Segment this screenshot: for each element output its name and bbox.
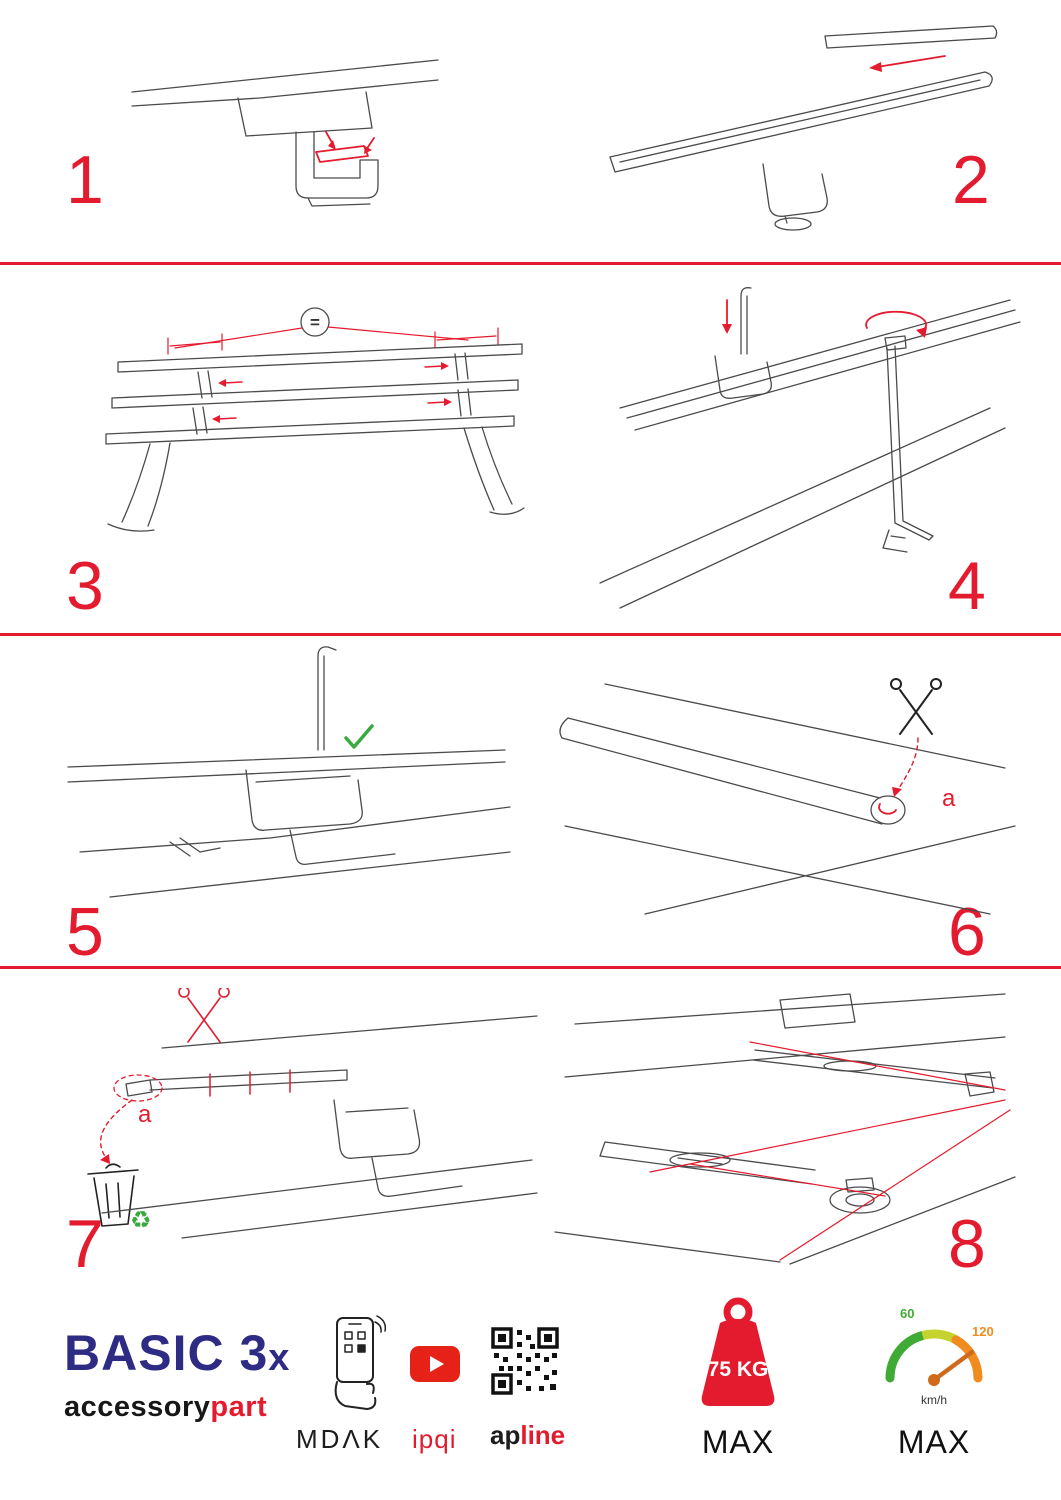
step-1-illustration — [131, 59, 439, 207]
brand-title: BASIC 3x — [64, 1326, 290, 1381]
partner-mdak-label: MDΛK — [296, 1424, 384, 1454]
section-divider — [0, 633, 1061, 636]
qr-code — [491, 1327, 559, 1395]
apline-red: line — [520, 1420, 566, 1450]
step-1-number: 1 — [66, 142, 104, 218]
step-3-illustration: = — [105, 307, 525, 532]
step-2-number: 2 — [952, 142, 990, 218]
section-divider — [0, 262, 1061, 265]
step-7-number: 7 — [66, 1206, 104, 1282]
step-2-illustration — [609, 25, 998, 231]
equal-spacing-label: = — [310, 313, 320, 332]
speed-min-label: 60 — [900, 1306, 914, 1321]
partner-ipqi-label: ipqi — [412, 1424, 457, 1454]
brand-title-main: BASIC 3 — [64, 1325, 269, 1381]
insert-plate-highlight — [315, 145, 369, 163]
brand-block: BASIC 3x accessorypart — [64, 1326, 290, 1424]
step-3-number: 3 — [66, 548, 104, 624]
phone-qr-icon — [334, 1315, 387, 1410]
cut-part-label: a — [138, 1101, 152, 1128]
brand-title-suffix: x — [268, 1337, 291, 1379]
section-divider — [0, 966, 1061, 969]
check-icon — [344, 724, 374, 749]
weight-value: 75 KG — [708, 1358, 769, 1381]
step-6-illustration: a — [559, 678, 1016, 915]
speed-max-value: 120 — [972, 1324, 994, 1339]
cut-part-label: a — [942, 785, 956, 812]
step-8-number: 8 — [948, 1206, 986, 1282]
step-5-number: 5 — [66, 894, 104, 970]
speed-max-label: MAX — [897, 1424, 971, 1460]
recycle-icon: ♻ — [130, 1207, 152, 1234]
apline-black: ap — [490, 1420, 521, 1450]
weight-max-label: MAX — [701, 1424, 775, 1460]
step-4-number: 4 — [948, 548, 986, 624]
brand-subtitle: accessorypart — [64, 1391, 290, 1424]
step-4-illustration — [599, 287, 1021, 609]
brand-sub-black: accessory — [64, 1391, 211, 1423]
scissors-icon — [890, 678, 942, 735]
rubber-strip-end-highlight — [878, 803, 897, 815]
youtube-icon — [410, 1346, 460, 1382]
step-5-illustration — [67, 646, 511, 898]
speedometer-icon: 60 120 km/h — [885, 1306, 994, 1407]
speed-unit-label: km/h — [921, 1393, 947, 1407]
step-8-illustration — [554, 993, 1016, 1265]
scissors-icon — [178, 988, 230, 1043]
partner-apline-label: apline — [490, 1420, 565, 1451]
brand-sub-red: part — [210, 1391, 268, 1423]
weight-icon: 75 KG — [701, 1297, 775, 1406]
step-7-illustration: a ♻ — [87, 988, 538, 1239]
